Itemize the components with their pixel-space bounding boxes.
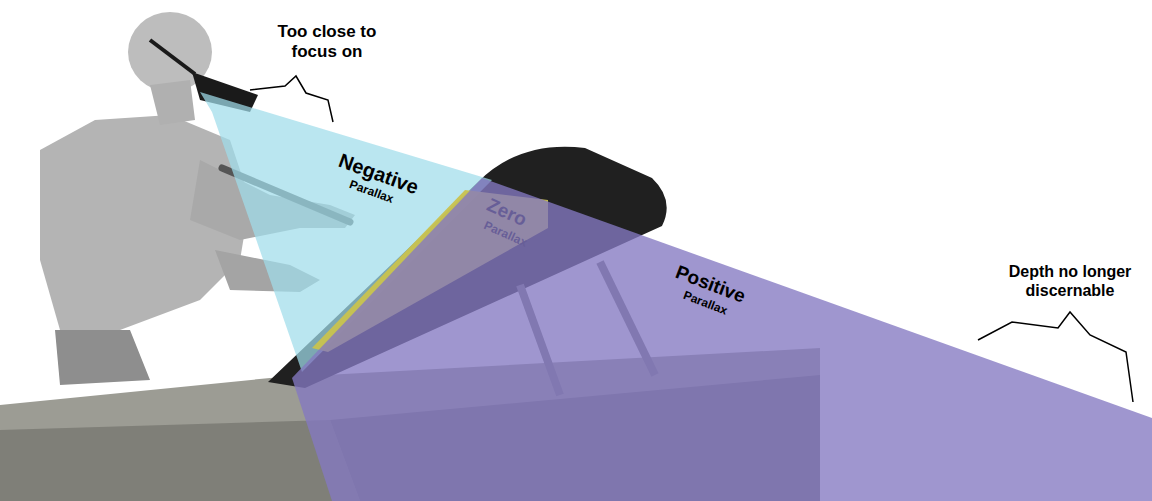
annotation-label: Too close to focus on [262, 22, 392, 63]
parallax-zone: PositiveParallax [292, 178, 1152, 501]
glasses-arm [150, 40, 195, 74]
zone-fill [292, 178, 1152, 501]
zone-shape [292, 178, 1152, 501]
annotation-label: Depth no longer discernable [985, 262, 1152, 300]
person-legs [55, 330, 150, 385]
person-neck [150, 80, 195, 125]
desk-front [0, 420, 360, 501]
